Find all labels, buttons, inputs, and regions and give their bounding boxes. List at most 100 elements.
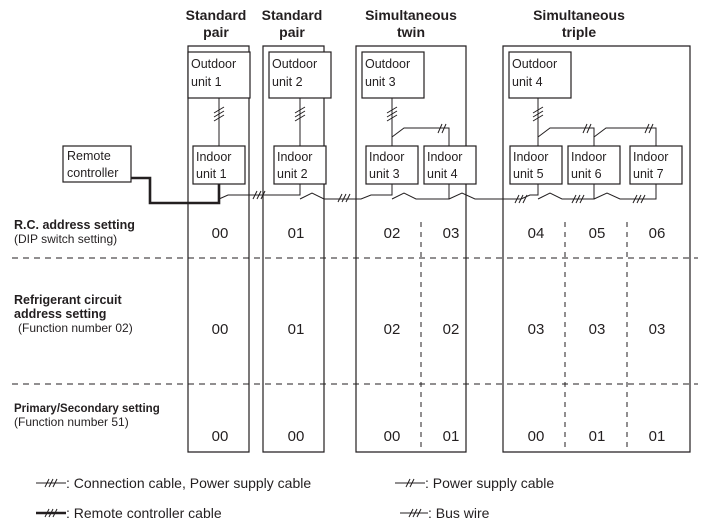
legend-remote-ticks [44, 508, 58, 518]
power-cable-6-7-ticks [644, 123, 654, 134]
legend-bus-label: : Bus wire [428, 505, 490, 521]
indoor-unit-4-line1: Indoor [427, 150, 462, 164]
outdoor-unit-2 [268, 51, 332, 99]
column-header-2-line2: pair [279, 24, 305, 40]
value-cell: 01 [288, 225, 305, 242]
indoor-unit-1-line1: Indoor [196, 150, 231, 164]
legend: : Connection cable, Power supply cable :… [36, 475, 554, 521]
outdoor-unit-1-line1: Outdoor [191, 57, 236, 71]
column-frame-2 [262, 45, 325, 453]
row-3-subtitle: (Function number 51) [14, 415, 129, 429]
power-cable-5-6-ticks [582, 123, 592, 134]
column-frame-1 [187, 45, 250, 453]
outdoor-unit-2-line1: Outdoor [272, 57, 317, 71]
outdoor-unit-3-line2: unit 3 [365, 75, 396, 89]
column-header-3-line2: twin [397, 24, 425, 40]
indoor-unit-3-line2: unit 3 [369, 167, 400, 181]
outdoor-unit-1 [187, 51, 251, 99]
bus-ticks-b [337, 193, 351, 203]
legend-power-ticks [405, 478, 415, 488]
indoor-unit-7-line2: unit 7 [633, 167, 664, 181]
value-cell: 01 [649, 428, 666, 445]
column-frame-3 [355, 45, 467, 453]
row-2-values: 00 01 02 02 03 03 03 [212, 321, 666, 338]
wire-ticks-2 [294, 106, 306, 122]
row-1-values: 00 01 02 03 04 05 06 [212, 225, 666, 242]
bus-wire-3-4 [391, 184, 450, 200]
legend-connection-ticks [44, 478, 58, 488]
value-cell: 02 [384, 321, 401, 338]
remote-controller [62, 145, 132, 183]
indoor-unit-4 [423, 145, 477, 185]
column-frame-4 [502, 45, 691, 453]
column-header-4-line2: triple [562, 24, 596, 40]
value-cell: 00 [528, 428, 545, 445]
row-1-subtitle: (DIP switch setting) [14, 232, 117, 246]
column-header-3-line1: Simultaneous [365, 7, 457, 23]
row-2-title-line2: address setting [14, 307, 106, 321]
value-cell: 03 [649, 321, 666, 338]
bus-wire-4-5 [448, 184, 539, 200]
value-cell: 00 [212, 225, 229, 242]
column-header-4-line1: Simultaneous [533, 7, 625, 23]
indoor-unit-2-line1: Indoor [277, 150, 312, 164]
bus-wire-5-6 [537, 184, 595, 200]
wire-ticks-4 [532, 106, 544, 122]
indoor-unit-4-line2: unit 4 [427, 167, 458, 181]
value-cell: 01 [443, 428, 460, 445]
legend-remote-label: : Remote controller cable [66, 505, 222, 521]
value-cell: 05 [589, 225, 606, 242]
remote-controller-line2: controller [67, 166, 118, 180]
outdoor-unit-4 [508, 51, 572, 99]
indoor-unit-6 [567, 145, 621, 185]
bus-wire-6-7 [593, 184, 657, 200]
indoor-unit-6-line2: unit 6 [571, 167, 602, 181]
value-cell: 00 [212, 428, 229, 445]
outdoor-unit-4-line1: Outdoor [512, 57, 557, 71]
power-cable-5-6 [537, 127, 595, 146]
indoor-unit-5-line2: unit 5 [513, 167, 544, 181]
indoor-unit-3 [365, 145, 419, 185]
bus-wire-1-2 [218, 184, 301, 200]
wire-ticks-1 [213, 106, 225, 122]
value-cell: 02 [384, 225, 401, 242]
value-cell: 01 [589, 428, 606, 445]
indoor-unit-7-line1: Indoor [633, 150, 668, 164]
outdoor-unit-3-line1: Outdoor [365, 57, 410, 71]
power-cable-3-4 [391, 127, 450, 146]
indoor-unit-3-line1: Indoor [369, 150, 404, 164]
power-cable-3-4-ticks [437, 123, 447, 134]
value-cell: 00 [288, 428, 305, 445]
bus-ticks-d [571, 194, 585, 204]
indoor-unit-2-line2: unit 2 [277, 167, 308, 181]
bus-wire-2-3 [299, 184, 393, 200]
value-cell: 02 [443, 321, 460, 338]
bus-ticks-a [252, 190, 266, 200]
column-header-2-line1: Standard [262, 7, 323, 23]
indoor-unit-6-line1: Indoor [571, 150, 606, 164]
value-cell: 01 [288, 321, 305, 338]
row-2-title-line1: Refrigerant circuit [14, 293, 123, 307]
row-2-subtitle: (Function number 02) [18, 321, 133, 335]
column-header-1-line2: pair [203, 24, 229, 40]
remote-controller-cable [131, 176, 221, 205]
row-3-title: Primary/Secondary setting [14, 403, 160, 415]
outdoor-unit-1-line2: unit 1 [191, 75, 222, 89]
power-cable-6-7 [593, 127, 657, 146]
value-cell: 03 [589, 321, 606, 338]
value-cell: 00 [212, 321, 229, 338]
legend-connection-label: : Connection cable, Power supply cable [66, 475, 311, 491]
row-1-title: R.C. address setting [14, 218, 135, 232]
indoor-unit-7 [629, 145, 683, 185]
indoor-unit-5-line1: Indoor [513, 150, 548, 164]
outdoor-unit-4-line2: unit 4 [512, 75, 543, 89]
outdoor-unit-2-line2: unit 2 [272, 75, 303, 89]
indoor-unit-1 [192, 145, 246, 185]
column-header-1-line1: Standard [186, 7, 247, 23]
wire-ticks-3 [386, 106, 398, 122]
legend-power-label: : Power supply cable [425, 475, 554, 491]
legend-bus-ticks [408, 508, 422, 518]
value-cell: 06 [649, 225, 666, 242]
indoor-unit-2 [273, 145, 327, 185]
